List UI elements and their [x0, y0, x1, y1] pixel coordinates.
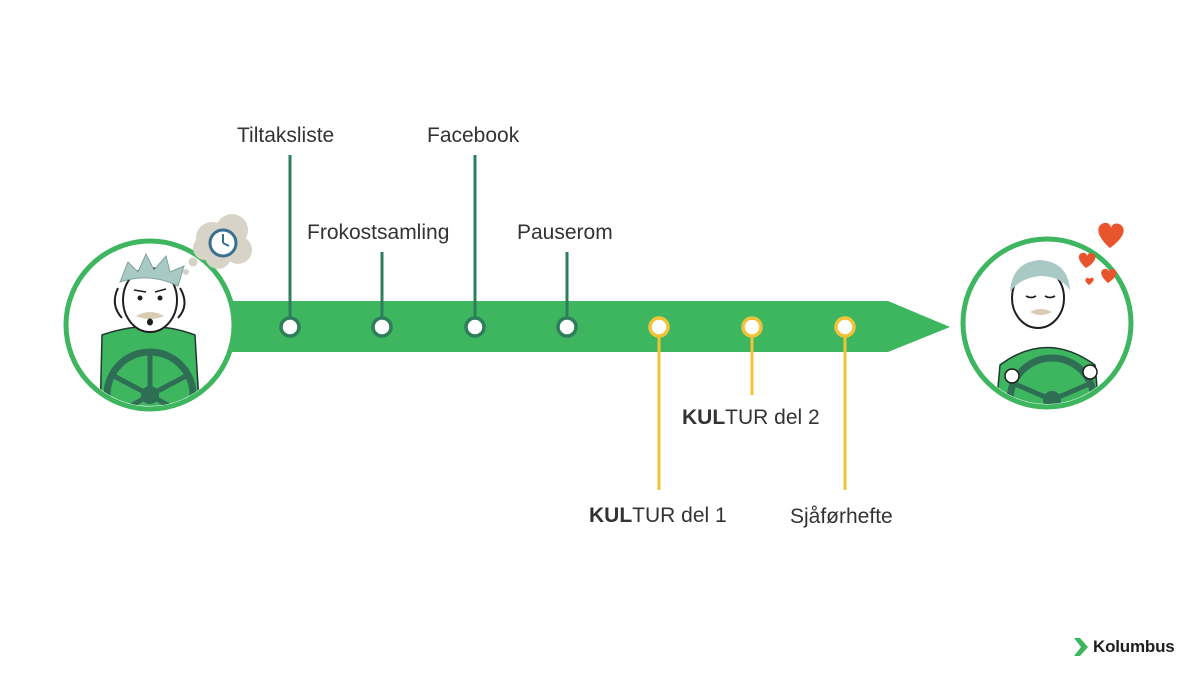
milestone-label-frokostsamling: Frokostsamling	[307, 221, 450, 244]
kolumbus-logo: Kolumbus	[1074, 636, 1175, 658]
milestone-label-tiltaksliste: Tiltaksliste	[237, 124, 335, 147]
milestone-label-facebook: Facebook	[427, 124, 520, 147]
milestone-node-above	[464, 316, 486, 338]
milestone-node-above	[279, 316, 301, 338]
milestone-node-below	[648, 316, 670, 338]
clock-thought-icon	[183, 214, 252, 275]
milestone-node-below	[834, 316, 856, 338]
timeline-arrow	[230, 301, 950, 352]
milestone-node-below	[741, 316, 763, 338]
milestone-node-above	[371, 316, 393, 338]
milestone-label-sjaforhefte: Sjåførhefte	[790, 505, 893, 528]
milestone-label-kultur-del-1: KULTUR del 1	[589, 504, 727, 527]
milestone-label-pauserom: Pauserom	[517, 221, 613, 244]
hearts-icon	[1078, 222, 1124, 285]
kolumbus-chevron-icon	[1074, 638, 1088, 656]
stressed-driver-icon	[63, 238, 237, 412]
brand-name: Kolumbus	[1093, 637, 1175, 656]
milestone-node-above	[556, 316, 578, 338]
milestone-label-kultur-del-2: KULTUR del 2	[682, 406, 820, 429]
